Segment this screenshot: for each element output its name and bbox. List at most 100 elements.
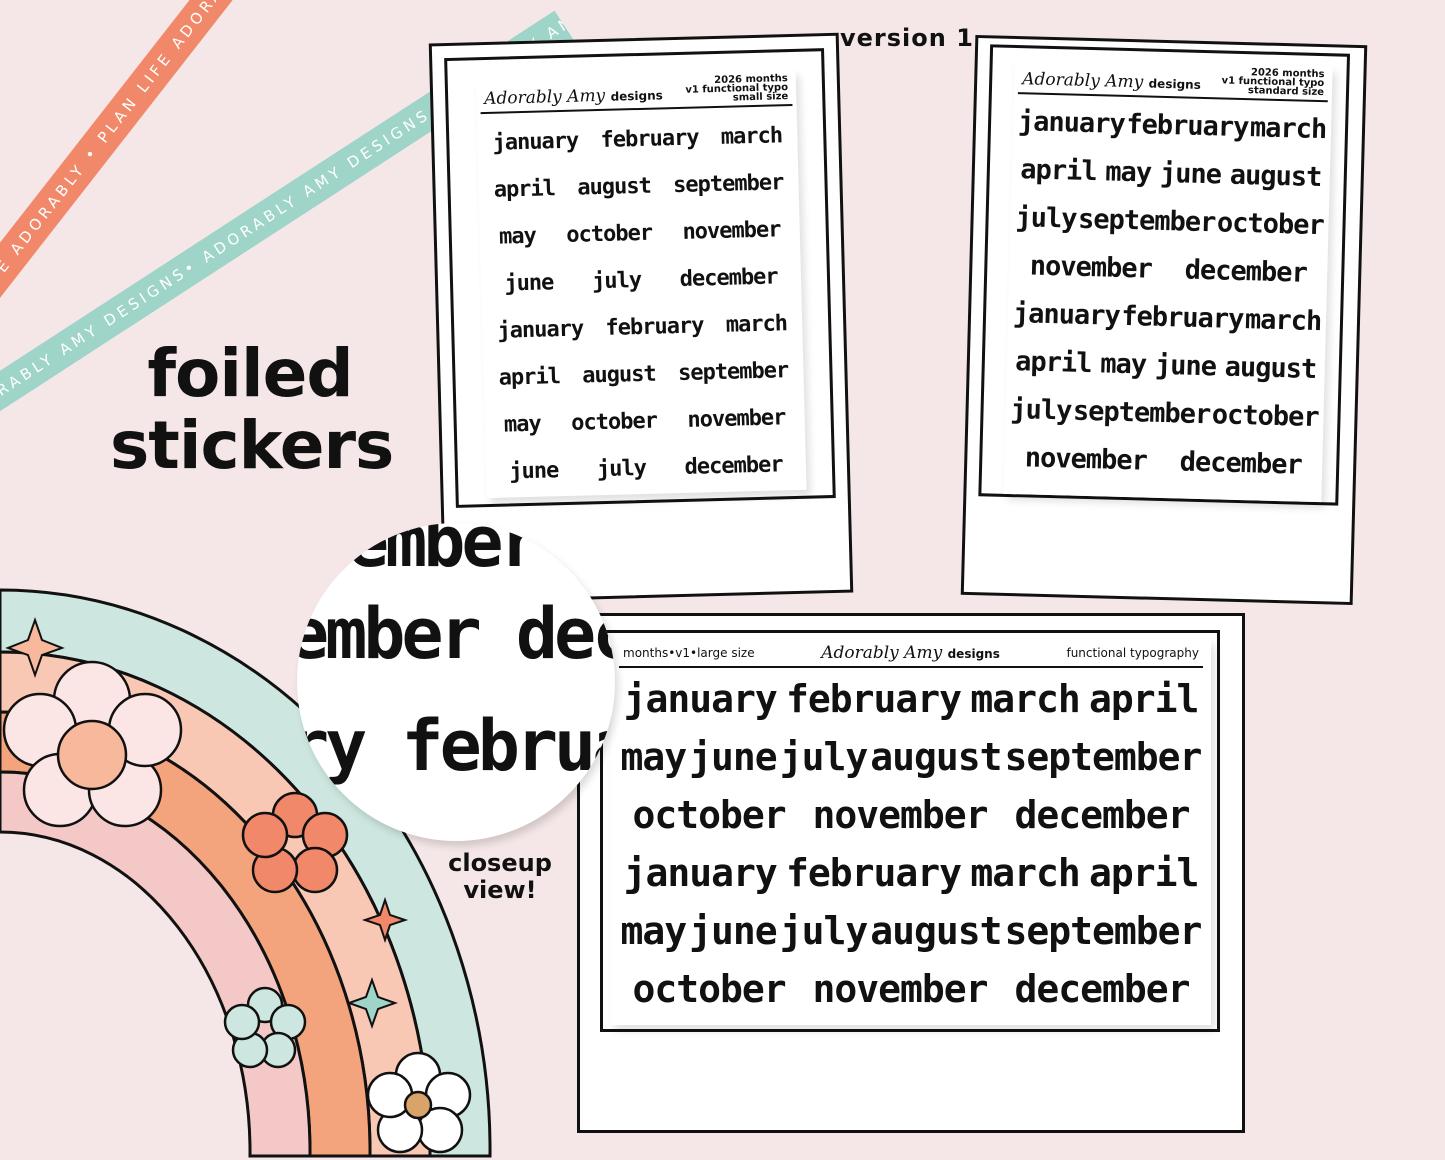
- month-sticker: april: [498, 364, 561, 391]
- month-sticker: august: [581, 361, 657, 389]
- month-sticker: june: [1154, 349, 1217, 383]
- month-sticker: october: [1216, 207, 1325, 242]
- large-size-sticker-sheet: months•v1•large size Adorably Amy design…: [611, 639, 1211, 1025]
- month-sticker: february: [786, 851, 962, 895]
- month-sticker: april: [1014, 346, 1092, 380]
- brand-logo: Adorably Amy designs: [1022, 69, 1201, 94]
- month-sticker: february: [600, 125, 699, 153]
- closeup-text-line: ember dece: [297, 593, 615, 675]
- month-sticker: january: [1017, 106, 1126, 140]
- month-sticker: september: [1004, 909, 1203, 953]
- month-sticker: june: [689, 909, 778, 953]
- month-sticker: may: [1104, 156, 1152, 189]
- brand-logo: Adorably Amy designs: [484, 84, 663, 109]
- month-sticker: january: [623, 677, 778, 721]
- teal-flower-icon: [223, 986, 307, 1069]
- rainbow-illustration: [0, 588, 492, 1158]
- sparkle-icon: [361, 896, 409, 944]
- month-sticker: april: [1088, 851, 1199, 895]
- large-sheet-frame: months•v1•large size Adorably Amy design…: [577, 613, 1245, 1133]
- sheet-right-label: functional typography: [1066, 646, 1199, 660]
- month-row: november december: [1008, 434, 1319, 490]
- month-row: april august september: [487, 347, 800, 402]
- month-sticker: august: [1224, 351, 1317, 385]
- month-sticker: december: [1014, 967, 1190, 1011]
- month-sticker: november: [812, 967, 989, 1011]
- month-sticker: march: [970, 851, 1080, 895]
- month-sticker: february: [786, 677, 962, 721]
- month-sticker: may: [1099, 348, 1147, 381]
- month-sticker: september: [1077, 203, 1216, 239]
- caption-line: view!: [463, 876, 537, 904]
- closeup-text-line: ry february: [297, 705, 615, 787]
- month-sticker: september: [672, 170, 784, 199]
- month-sticker: march: [970, 677, 1080, 721]
- headline-line2: stickers: [110, 407, 394, 484]
- month-sticker: august: [870, 735, 1002, 779]
- sparkle-icon: [5, 616, 65, 679]
- brand-logo: Adorably Amy designs: [821, 643, 1000, 663]
- month-sticker: january: [1012, 298, 1121, 332]
- sheet-left-label: months•v1•large size: [623, 646, 755, 660]
- month-sticker: october: [632, 793, 786, 837]
- month-row: january february march: [486, 300, 799, 355]
- month-sticker: september: [1072, 395, 1211, 431]
- month-sticker: january: [623, 851, 778, 895]
- month-sticker: january: [497, 316, 584, 344]
- month-sticker: september: [1004, 735, 1203, 779]
- month-sticker: july: [591, 267, 642, 295]
- month-sticker: november: [1024, 442, 1148, 477]
- brand-word: designs: [610, 88, 664, 104]
- month-sticker: march: [725, 311, 788, 338]
- month-sticker: november: [1029, 250, 1153, 285]
- month-sticker: november: [687, 405, 786, 433]
- month-sticker: september: [677, 358, 789, 387]
- month-sticker: december: [1179, 446, 1303, 481]
- version-label: version 1: [840, 24, 974, 52]
- closeup-magnifier: ember ember dece ry february: [297, 523, 615, 841]
- month-sticker: december: [1014, 793, 1190, 837]
- month-sticker: june: [689, 735, 778, 779]
- orange-flower-icon: [241, 791, 349, 894]
- month-sticker: february: [605, 313, 704, 341]
- brand-script: Adorably Amy: [821, 643, 943, 663]
- month-sticker: may: [503, 411, 542, 438]
- month-sticker: october: [632, 967, 786, 1011]
- month-sticker: june: [504, 270, 554, 297]
- month-sticker: june: [509, 458, 559, 485]
- brand-script: Adorably Amy: [483, 85, 606, 110]
- month-sticker: january: [492, 128, 579, 156]
- month-sticker: october: [566, 220, 653, 248]
- month-sticker: july: [779, 735, 869, 779]
- month-sticker: may: [620, 909, 688, 953]
- headline: foiled stickers: [110, 335, 394, 484]
- white-flower-icon: [366, 1051, 472, 1154]
- brand-script: Adorably Amy: [1021, 69, 1144, 93]
- month-sticker: december: [684, 452, 783, 480]
- headline-line1: foiled: [147, 335, 353, 412]
- month-sticker: april: [1019, 154, 1097, 188]
- month-sticker: october: [1211, 399, 1320, 434]
- month-sticker: march: [720, 123, 783, 150]
- month-sticker: may: [620, 735, 688, 779]
- sparkle-icon: [345, 976, 399, 1030]
- month-sticker: march: [1249, 112, 1327, 146]
